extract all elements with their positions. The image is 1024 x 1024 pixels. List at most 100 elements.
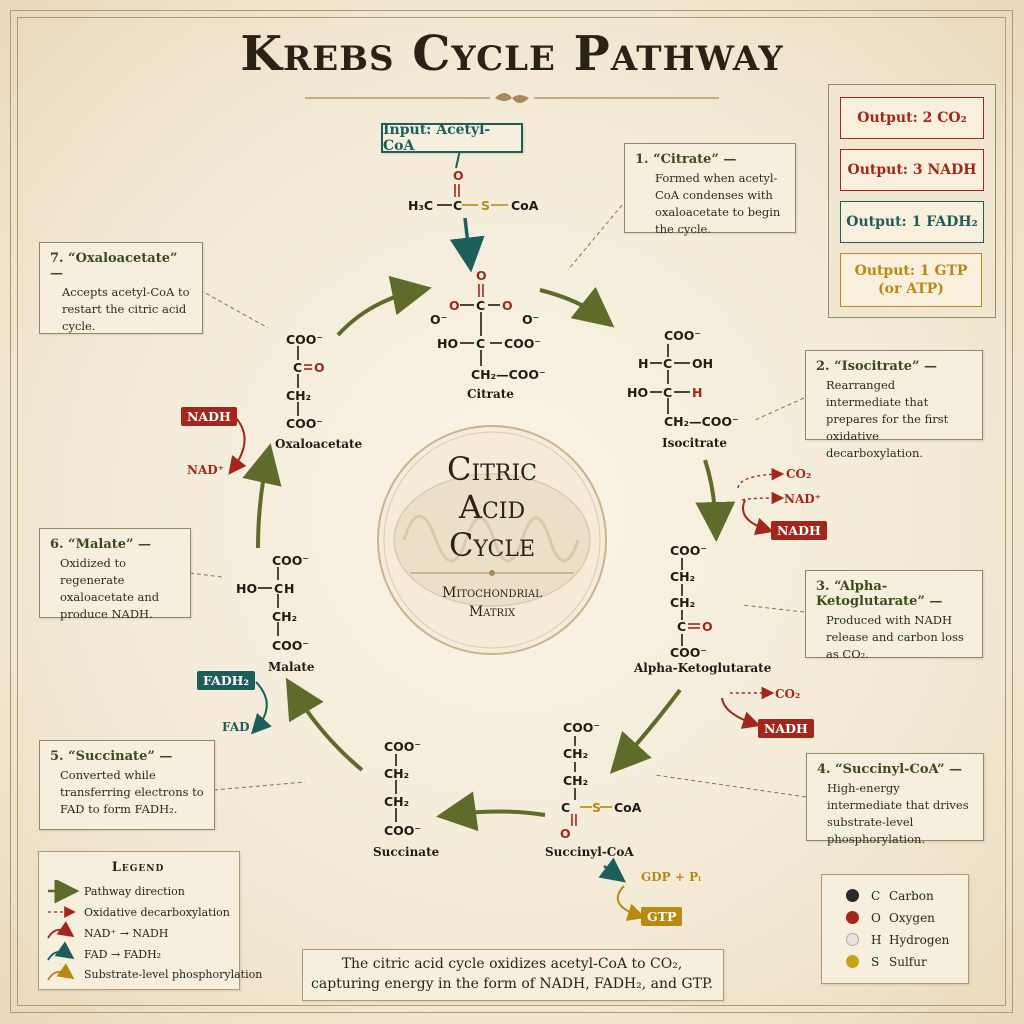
legend-item-phosphorylation: Substrate-level phosphorylation <box>84 968 263 981</box>
atom-sulfur-name: Sulfur <box>889 955 927 969</box>
nad-label-malate: NAD⁺ <box>187 463 225 477</box>
center-subtitle-line2: Matrix <box>468 604 516 620</box>
oaa-coo-bottom: COO⁻ <box>286 416 324 431</box>
succinate-ch2-2: CH₂ <box>384 794 410 809</box>
caption-citrate-body: Formed when acetyl-CoA condenses with ox… <box>655 171 781 236</box>
fad-label: FAD <box>222 720 250 734</box>
carbon-atom-icon <box>846 889 859 902</box>
citrate-ch2coo: CH₂—COO⁻ <box>471 367 546 382</box>
isocitrate-h2: H <box>692 385 703 400</box>
input-label: Input: Acetyl-CoA <box>383 122 491 154</box>
succoa-coa: CoA <box>614 800 642 815</box>
atom-hydrogen-symbol: H <box>871 933 882 947</box>
summary-box <box>302 949 724 1001</box>
caption-succinyl-coa-body: High-energy intermediate that drives sub… <box>827 781 969 846</box>
oxygen-atom-icon <box>846 911 859 924</box>
succoa-c: C <box>561 800 571 815</box>
caption-akg-body: Produced with NADH release and carbon lo… <box>826 613 964 661</box>
succinate-ch2-1: CH₂ <box>384 766 410 781</box>
caption-akg: 3. “Alpha-Ketoglutarate” — Produced with… <box>805 570 983 661</box>
succoa-s: S <box>592 800 602 815</box>
output-gtp: Output: 1 GTP (or ATP) <box>840 253 982 307</box>
summary-line1: The citric acid cycle oxidizes acetyl-Co… <box>341 956 683 972</box>
caption-succinyl-coa: 4. “Succinyl-CoA” — High-energy intermed… <box>806 753 984 846</box>
nadh-tag-1: NADH <box>771 521 827 540</box>
oaa-o: O <box>314 360 325 375</box>
succoa-ch2-2: CH₂ <box>563 773 589 788</box>
atom-carbon-name: Carbon <box>889 889 934 903</box>
legend-item-fadh2: FAD → FADH₂ <box>84 948 162 961</box>
succoa-coo: COO⁻ <box>563 720 601 735</box>
legend-title: Legend <box>111 860 165 875</box>
gtp-tag: GTP <box>641 907 683 926</box>
nad-label-1: NAD⁺ <box>784 492 822 506</box>
oaa-coo-top: COO⁻ <box>286 332 324 347</box>
caption-succinyl-coa-title: 4. “Succinyl-CoA” — <box>817 762 963 777</box>
akg-coo-top: COO⁻ <box>670 543 708 558</box>
citrate-o-right: O <box>502 298 513 313</box>
center-title-line3: Cycle <box>448 526 536 564</box>
acetyl-h3c: H₃C <box>408 198 434 213</box>
succoa-ch2-1: CH₂ <box>563 746 589 761</box>
acetyl-coa: CoA <box>511 198 539 213</box>
acetyl-c: C <box>453 198 463 213</box>
acetyl-o: O <box>453 168 464 183</box>
summary-line2: capturing energy in the form of NADH, FA… <box>311 976 713 992</box>
output-fadh2: Output: 1 FADH₂ <box>840 201 984 243</box>
acetyl-s: S <box>481 198 491 213</box>
succinate-label: Succinate <box>373 845 440 859</box>
outer-frame <box>10 10 1013 1013</box>
co2-label-1: CO₂ <box>786 467 812 481</box>
caption-citrate-title: 1. “Citrate” — <box>635 152 737 167</box>
malate-ch: C <box>274 581 284 596</box>
citrate-coo: COO⁻ <box>504 336 542 351</box>
akg-coo-bottom: COO⁻ <box>670 645 708 660</box>
output-co2: Output: 2 CO₂ <box>840 97 984 139</box>
isocitrate-label: Isocitrate <box>662 436 728 450</box>
oaa-label: Oxaloacetate <box>275 437 363 451</box>
malate-ch2: CH₂ <box>272 609 298 624</box>
succinate-coo-bottom: COO⁻ <box>384 823 422 838</box>
title-flourish <box>305 93 719 103</box>
isocitrate-c1: C <box>663 356 673 371</box>
input-acetyl-coa-box: Input: Acetyl-CoA <box>381 122 523 154</box>
caption-succinate: 5. “Succinate” — Converted while transfe… <box>39 740 215 830</box>
oaa-c: C <box>293 360 303 375</box>
caption-oxaloacetate-title: 7. “Oxaloacetate” — <box>50 251 178 281</box>
legend-item-decarboxylation: Oxidative decarboxylation <box>84 906 230 919</box>
akg-o: O <box>702 619 713 634</box>
caption-malate-body: Oxidized to regenerate oxaloacetate and … <box>60 556 160 621</box>
isocitrate-coo: COO⁻ <box>664 328 702 343</box>
malate-label: Malate <box>268 660 315 674</box>
malate-coo-top: COO⁻ <box>272 553 310 568</box>
caption-malate-title: 6. “Malate” — <box>50 537 152 552</box>
citrate-o-top: O <box>476 268 487 283</box>
akg-ch2-2: CH₂ <box>670 595 696 610</box>
gdp-label: GDP + Pᵢ <box>641 870 701 884</box>
atom-oxygen-symbol: O <box>871 911 881 925</box>
malate-ho: HO <box>236 581 258 596</box>
caption-malate: 6. “Malate” — Oxidized to regenerate oxa… <box>39 528 191 621</box>
center-title-line1: Citric <box>447 450 537 488</box>
caption-isocitrate: 2. “Isocitrate” — Rearranged intermediat… <box>805 350 983 460</box>
caption-oxaloacetate: 7. “Oxaloacetate” — Accepts acetyl-CoA t… <box>39 242 203 334</box>
akg-c: C <box>677 619 687 634</box>
atom-oxygen-name: Oxygen <box>889 911 935 925</box>
legend-item-nadh: NAD⁺ → NADH <box>84 927 169 940</box>
citrate-o-left: O <box>449 298 460 313</box>
co2-label-2: CO₂ <box>775 687 801 701</box>
malate-coo-bottom: COO⁻ <box>272 638 310 653</box>
citrate-ho: HO <box>437 336 459 351</box>
succoa-o: O <box>560 826 571 841</box>
atom-hydrogen-name: Hydrogen <box>889 933 950 947</box>
nadh-tag-malate: NADH <box>181 407 237 426</box>
isocitrate-c2: C <box>663 385 673 400</box>
malate-h: H <box>284 581 295 596</box>
succoa-label: Succinyl-CoA <box>545 845 634 859</box>
caption-isocitrate-title: 2. “Isocitrate” — <box>816 359 938 374</box>
citrate-om-right: O⁻ <box>522 312 540 327</box>
legend-item-pathway: Pathway direction <box>84 885 185 898</box>
caption-isocitrate-body: Rearranged intermediate that prepares fo… <box>826 378 949 460</box>
